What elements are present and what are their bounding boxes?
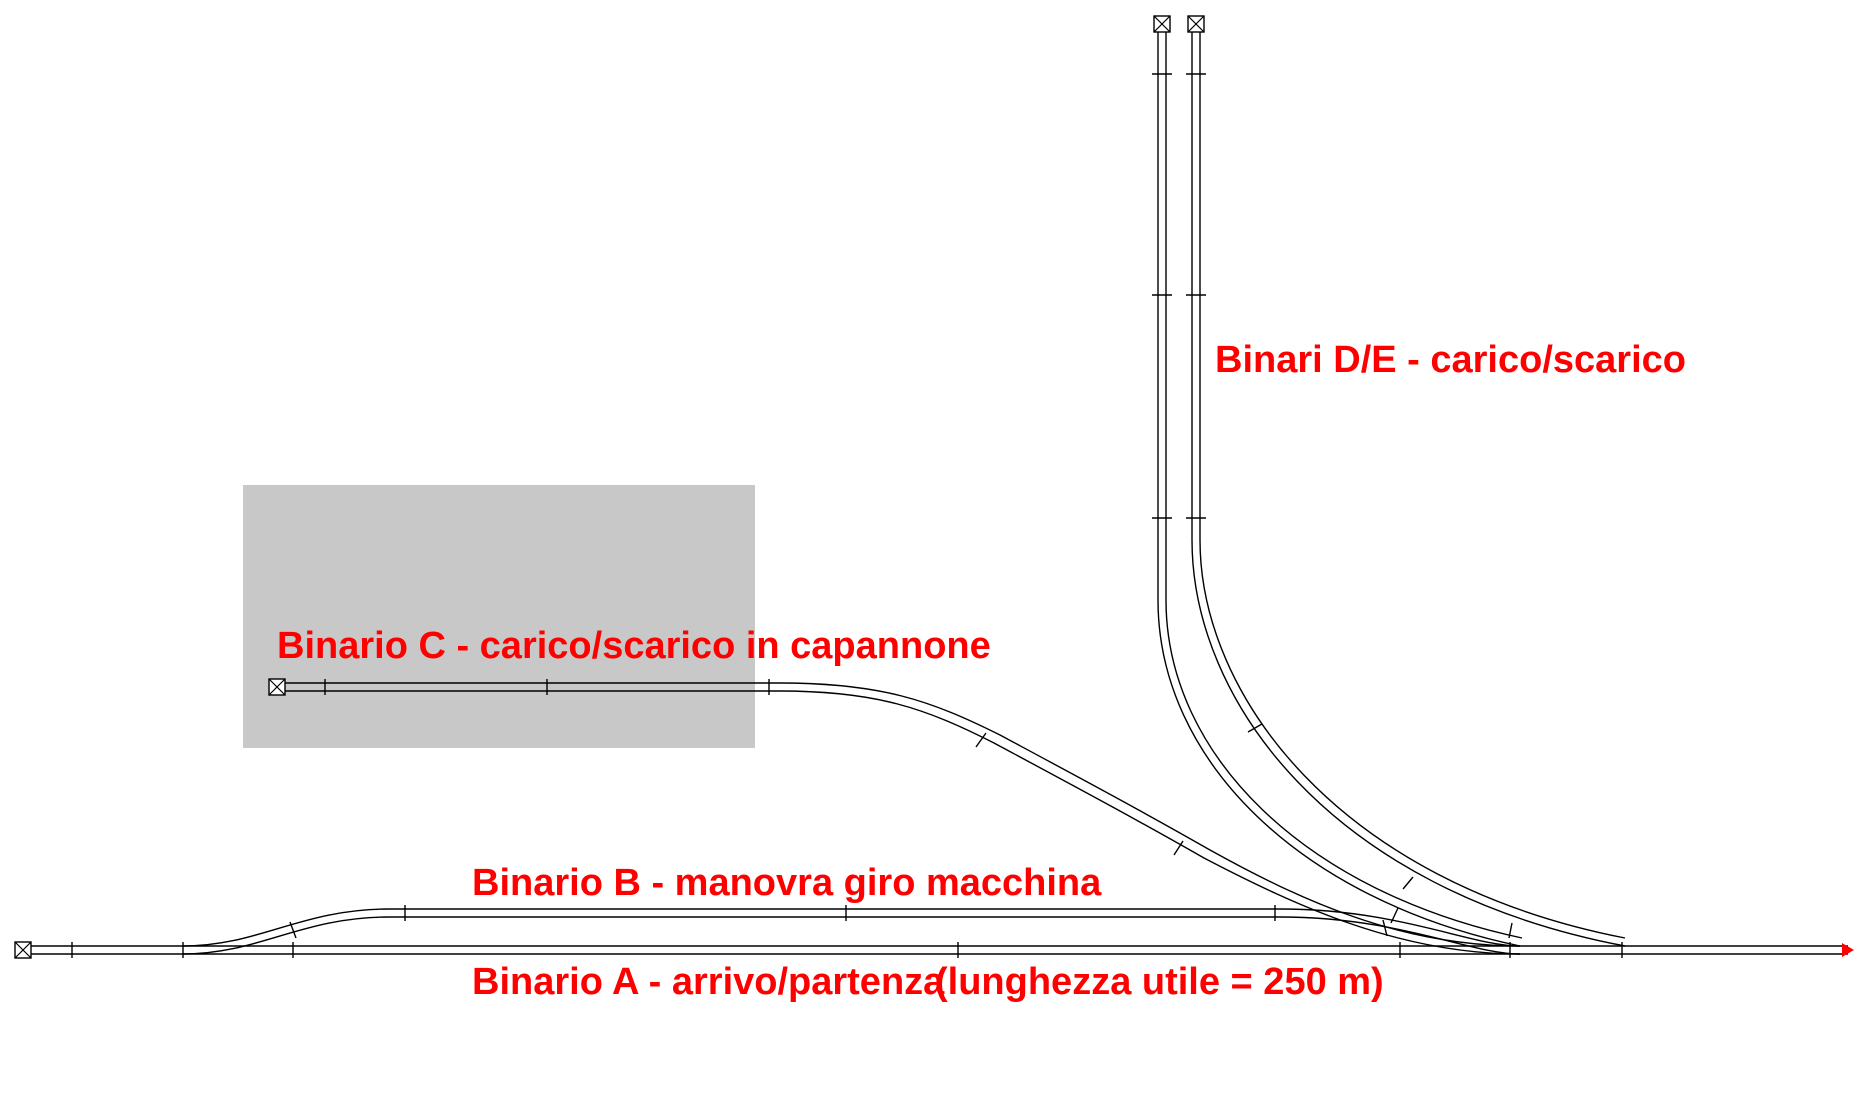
track-a	[24, 942, 1848, 958]
label-track-de: Binari D/E - carico/scarico	[1215, 339, 1686, 381]
buffer-stop-icon	[268, 678, 286, 696]
track-e	[1186, 24, 1626, 947]
label-track-a-length: (lunghezza utile = 250 m)	[935, 961, 1384, 1003]
label-track-a: Binario A - arrivo/partenza	[472, 961, 945, 1003]
shed-area	[243, 485, 755, 748]
arrow-right-icon	[1842, 943, 1854, 957]
track-c	[276, 679, 1521, 955]
label-track-c: Binario C - carico/scarico in capannone	[277, 625, 991, 667]
buffer-stop-icon	[1153, 15, 1171, 33]
buffer-stop-icon	[1187, 15, 1205, 33]
label-track-b: Binario B - manovra giro macchina	[472, 862, 1102, 904]
track-b	[182, 905, 1521, 955]
track-d	[1152, 24, 1523, 947]
buffer-stop-icon	[14, 941, 32, 959]
